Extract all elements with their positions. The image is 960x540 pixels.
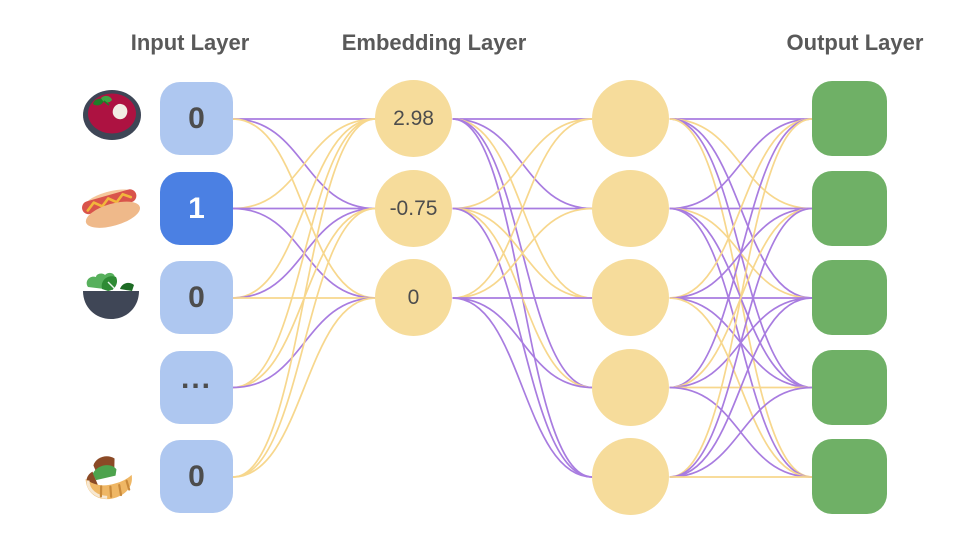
- embedding-node-value: -0.75: [389, 196, 438, 220]
- input-node-value: ...: [180, 361, 212, 395]
- edge: [452, 207, 593, 299]
- input-node-pita: 0: [160, 440, 233, 513]
- edge: [669, 386, 813, 478]
- edge: [452, 297, 593, 389]
- embedding-node-1: 2.98: [375, 80, 452, 157]
- input-node-value: 0: [188, 459, 205, 493]
- edge: [669, 118, 813, 299]
- hidden-node-3: [592, 259, 669, 336]
- edge: [669, 297, 813, 478]
- embedding-layer-title: Embedding Layer: [341, 30, 527, 55]
- borscht-soup-icon: [81, 88, 143, 147]
- input-node-borscht: 0: [160, 82, 233, 155]
- edge: [232, 118, 376, 299]
- edge: [232, 118, 376, 478]
- input-layer-title: Input Layer: [130, 30, 250, 55]
- output-node-1: [812, 81, 887, 156]
- hidden-node-2: [592, 170, 669, 247]
- edge: [669, 118, 813, 478]
- embedding-node-2: -0.75: [375, 170, 452, 247]
- output-node-4: [812, 350, 887, 425]
- input-node-ellipsis: ...: [160, 351, 233, 424]
- edge: [232, 118, 376, 210]
- input-node-salad: 0: [160, 261, 233, 334]
- output-node-2: [812, 171, 887, 246]
- edge: [232, 297, 376, 478]
- stuffed-pita-icon: [76, 449, 140, 512]
- edge: [452, 118, 593, 210]
- edge: [669, 207, 813, 478]
- edge: [669, 118, 813, 210]
- output-layer-title: Output Layer: [786, 30, 924, 55]
- hot-dog-icon: [78, 182, 144, 239]
- embedding-node-value: 2.98: [393, 106, 434, 130]
- input-node-value: 0: [188, 101, 205, 135]
- hidden-node-4: [592, 349, 669, 426]
- output-node-5: [812, 439, 887, 514]
- output-node-3: [812, 260, 887, 335]
- green-salad-icon: [80, 271, 142, 330]
- edge: [232, 118, 376, 389]
- input-node-value: 0: [188, 280, 205, 314]
- edge: [232, 207, 376, 478]
- input-node-value: 1: [188, 191, 205, 225]
- edge: [452, 118, 593, 299]
- edge: [452, 297, 593, 478]
- hidden-node-5: [592, 438, 669, 515]
- edge: [669, 118, 813, 389]
- hidden-node-1: [592, 80, 669, 157]
- embedding-node-3: 0: [375, 259, 452, 336]
- embedding-node-value: 0: [407, 285, 420, 309]
- input-node-hotdog: 1: [160, 172, 233, 245]
